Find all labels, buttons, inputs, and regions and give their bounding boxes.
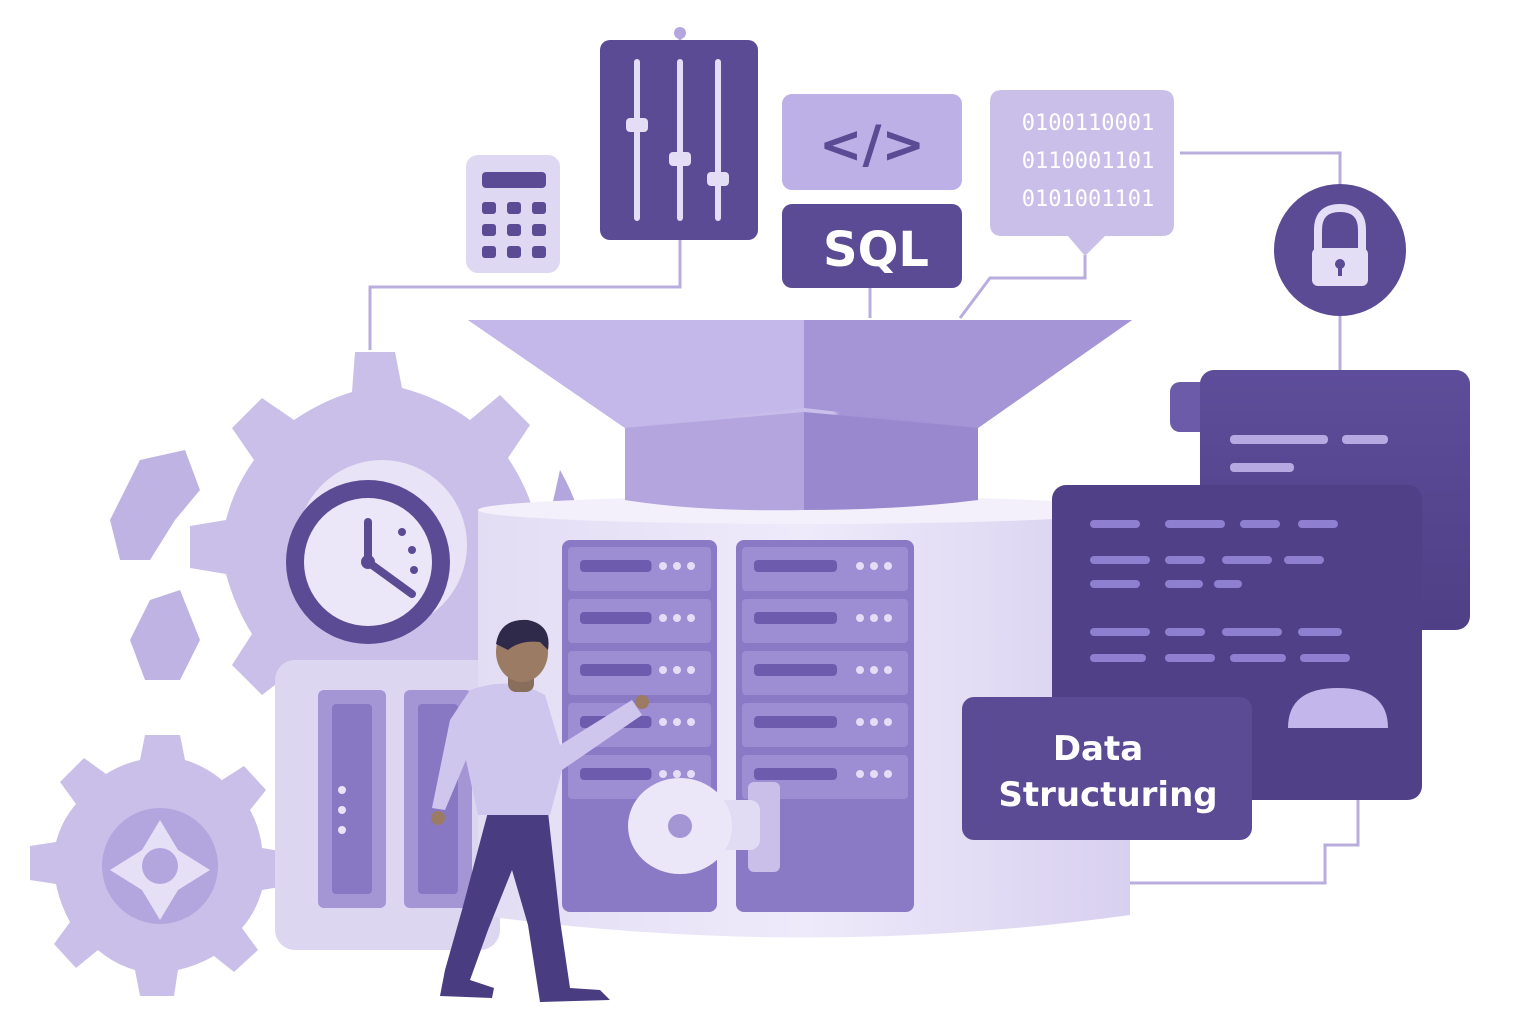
rack-unit xyxy=(568,599,711,643)
binary-line-2: 0110001101 xyxy=(1022,149,1154,174)
binary-bubble: 0100110001 0110001101 0101001101 xyxy=(990,90,1174,256)
code-icon: </> xyxy=(782,94,962,190)
rack-unit xyxy=(742,651,908,695)
text-line xyxy=(1090,556,1150,564)
connector-lines xyxy=(368,28,1360,885)
text-line xyxy=(1165,654,1215,662)
text-line xyxy=(1298,628,1342,636)
text-line xyxy=(1222,556,1272,564)
text-line xyxy=(1165,580,1203,588)
text-line xyxy=(1090,520,1140,528)
data-structuring-line2: Structuring xyxy=(998,775,1217,815)
rack-unit xyxy=(742,755,908,799)
lock-icon xyxy=(1274,184,1406,316)
binary-line-1: 0100110001 xyxy=(1022,111,1154,136)
rack-unit xyxy=(568,651,711,695)
data-structuring-badge: Data Structuring xyxy=(962,697,1252,840)
gear-body-left xyxy=(110,450,200,680)
text-line xyxy=(1165,520,1225,528)
text-line xyxy=(1298,520,1338,528)
text-line xyxy=(1165,628,1205,636)
rack-unit xyxy=(742,703,908,747)
rack-unit xyxy=(742,547,908,591)
person-figure xyxy=(431,619,649,1002)
rack-unit xyxy=(568,547,711,591)
calculator-icon xyxy=(466,155,560,273)
sql-label: SQL xyxy=(823,222,929,278)
valve-wheel-icon xyxy=(628,778,780,874)
text-line xyxy=(1230,654,1286,662)
data-structuring-line1: Data xyxy=(1053,729,1143,769)
text-line xyxy=(1165,556,1205,564)
sliders-icon xyxy=(600,27,758,240)
text-line xyxy=(1090,654,1146,662)
rack-unit xyxy=(742,599,908,643)
clock-icon xyxy=(286,480,450,644)
binary-line-3: 0101001101 xyxy=(1022,187,1154,212)
text-line xyxy=(1090,628,1150,636)
text-line xyxy=(1222,628,1282,636)
text-line xyxy=(1240,520,1280,528)
funnel-icon xyxy=(468,320,1132,511)
text-line xyxy=(1284,556,1324,564)
text-line xyxy=(1090,580,1140,588)
text-line xyxy=(1214,580,1242,588)
code-tag-label: </> xyxy=(819,115,925,175)
rack-units xyxy=(568,547,908,799)
text-line xyxy=(1300,654,1350,662)
sql-badge: SQL xyxy=(782,204,962,288)
small-gear-icon xyxy=(30,735,286,996)
